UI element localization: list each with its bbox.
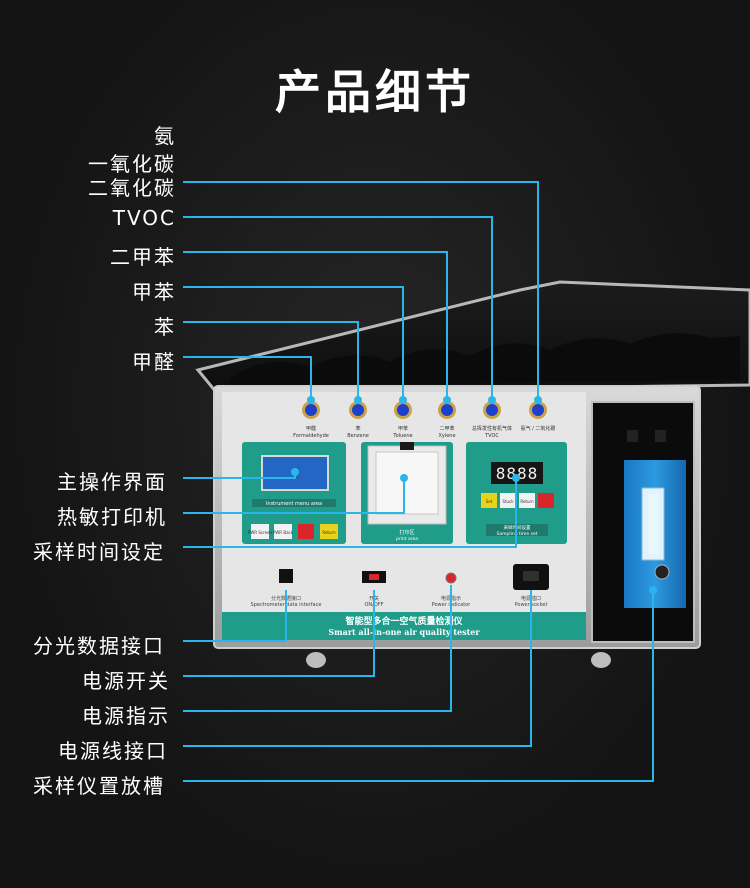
label-ammonia: 氨 [154,124,176,148]
label-xylene: 二甲苯 [110,245,176,269]
data-port[interactable] [279,569,293,583]
button-label: Stuck [502,499,514,504]
main-operation-module: Instrument menu area PWR Screen PWR Back… [242,442,346,544]
label-power-indicator: 电源指示 [82,704,170,728]
label-data-port: 分光数据接口 [33,634,165,658]
power-indicator-light [445,572,457,584]
gas-ports [302,401,547,419]
paper-slot [400,442,414,450]
callout-lines [183,181,654,782]
pwr-back-button[interactable] [274,524,292,539]
port-xylene [438,401,456,419]
red-key-button[interactable] [538,493,554,508]
port-label-cn: 甲醛 [306,425,316,432]
port-formaldehyde [302,401,320,419]
port-label-en: Formaldehyde [293,433,329,439]
sampling-label-cn: 采样时间设置 [504,524,531,531]
led-digits: 8888 [496,464,539,483]
port-label-cn: 苯 [355,425,360,432]
print-area-label-en: print area [396,536,418,542]
button-label: Set [486,499,493,504]
label-formaldehyde: 甲醛 [132,350,176,374]
port-nh3-co2 [529,401,547,419]
sampling-label-en: Sampling time set [497,531,538,537]
label-sampler-slot: 采样仪置放槽 [33,774,165,798]
port-label-cn: 总挥发性有机气体 [472,425,512,432]
return-button[interactable] [320,524,338,539]
port-label-en: Xylene [438,433,455,439]
brand-en: Smart all-in-one air quality tester [328,627,480,637]
sampler-compartment [591,401,695,643]
button-label: PWR Screen [248,530,273,535]
stuck-button[interactable] [500,493,516,508]
port-label-en: Toluene [392,433,412,439]
set-button[interactable] [481,493,497,508]
port-toluene [394,401,412,419]
port-label-cn: 氨气 / 二氧化碳 [521,425,556,432]
menu-area-label: Instrument menu area [266,501,322,507]
label-toluene: 甲苯 [132,280,176,304]
brand-strip [222,612,586,640]
printer-module: 打印区 print area [361,442,453,544]
return-button[interactable] [519,493,535,508]
port-label-en: Benzene [347,433,369,439]
port-label-en: TVOC [484,433,499,439]
button-label: PWR Back [273,530,294,535]
label-tvoc: TVOC [112,206,176,230]
label-power-switch: 电源开关 [82,669,170,693]
button-label: Return [322,530,336,535]
switch-rocker [369,574,379,580]
button-label: Return [520,499,534,504]
print-area-label-cn: 打印区 [399,529,414,536]
pwr-screen-button[interactable] [251,524,269,539]
case-lid [195,280,750,394]
page-title: 产品细节 [275,65,475,119]
label-power-socket: 电源线接口 [58,739,168,763]
brand-cn: 智能型多合一空气质量检测仪 [345,615,463,627]
label-benzene: 苯 [154,315,176,339]
label-main-interface: 主操作界面 [57,470,167,494]
socket-inner [523,571,539,581]
label-sampling-time: 采样时间设定 [33,540,165,564]
led-display [491,462,543,484]
label-thermal-printer: 热敏打印机 [57,505,167,529]
printer-lid[interactable] [375,451,439,515]
port-tvoc [483,401,501,419]
port-label-cn: 二甲苯 [439,425,454,432]
red-key-button[interactable] [298,524,314,539]
label-co2: 二氧化碳 [88,176,176,200]
label-co: 一氧化碳 [88,152,176,176]
port-benzene [349,401,367,419]
port-label-cn: 甲苯 [398,425,408,432]
callout-dots [291,396,657,594]
